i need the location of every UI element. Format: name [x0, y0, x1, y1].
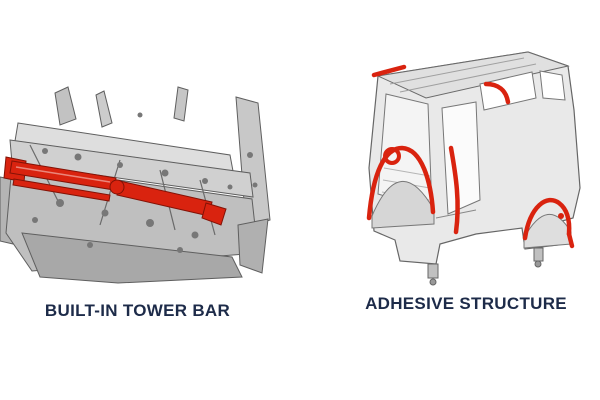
adhesive-structure-illustration — [366, 51, 581, 286]
tower-bar-caption: BUILT-IN TOWER BAR — [44, 301, 231, 320]
adhesive-lines — [366, 64, 575, 249]
tower-bar-illustration — [0, 86, 271, 284]
lightening-holes — [32, 112, 258, 253]
adhesive-structure-caption: ADHESIVE STRUCTURE — [365, 294, 567, 313]
assembly-stands — [427, 247, 544, 286]
body-shell — [368, 51, 581, 265]
tower-bar-highlight — [3, 156, 227, 226]
tower-bar-specular — [15, 166, 111, 183]
